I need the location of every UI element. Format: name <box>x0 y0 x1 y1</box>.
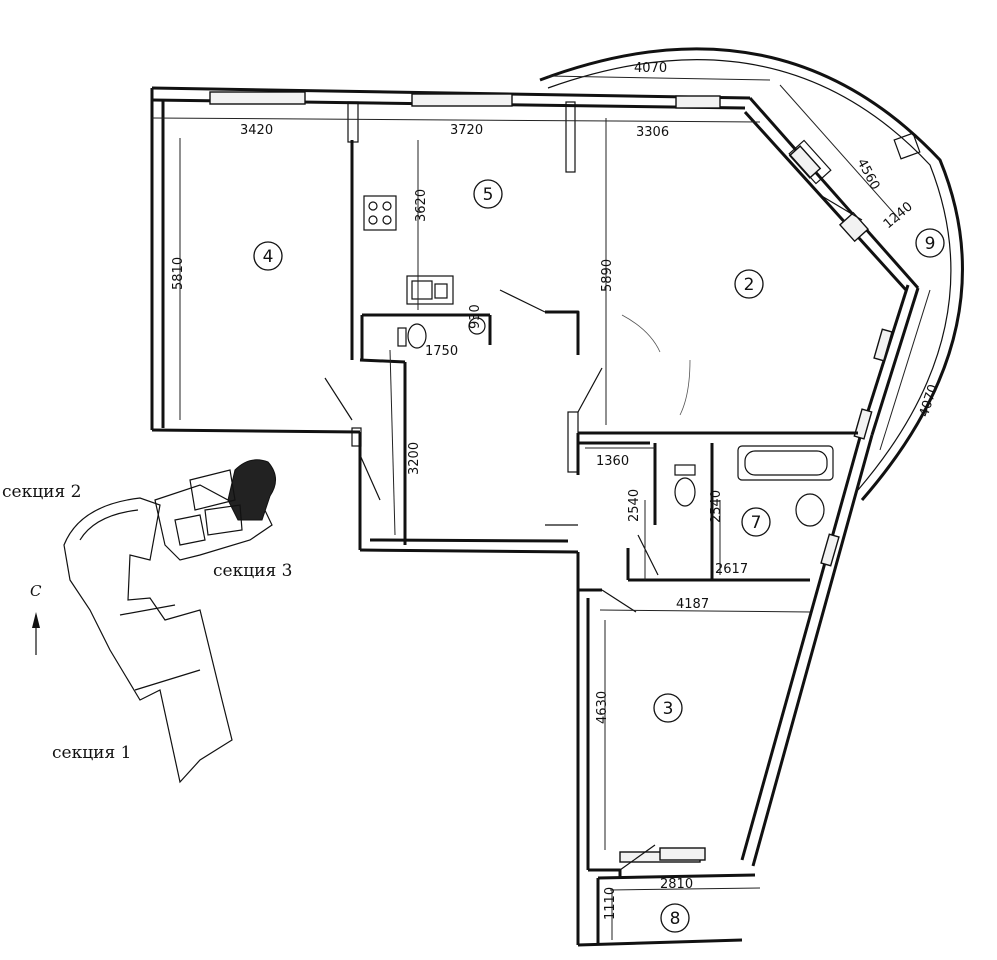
dimension-labels: 3420 3720 3306 4070 4560 1240 4070 5810 … <box>171 61 941 920</box>
dim-2540-right: 2540 <box>709 490 724 523</box>
room-4-marker: 4 <box>253 241 283 271</box>
section-3-label: секция 3 <box>213 561 292 581</box>
door-swings <box>324 194 863 871</box>
svg-text:2: 2 <box>744 275 755 295</box>
dim-4560: 4560 <box>854 156 883 192</box>
svg-text:9: 9 <box>925 234 936 254</box>
fixtures <box>363 139 834 527</box>
dim-3620: 3620 <box>414 189 429 222</box>
dim-2810: 2810 <box>660 877 693 892</box>
room-8-marker: 8 <box>660 903 690 933</box>
dim-4070-top: 4070 <box>634 61 667 76</box>
section-2-label: секция 2 <box>2 482 81 502</box>
room-9-marker: 9 <box>915 228 945 258</box>
kitchen-sink-icon <box>406 275 454 305</box>
dim-3200: 3200 <box>407 442 422 475</box>
interior-walls <box>347 101 858 878</box>
room-5-marker: 5 <box>473 179 503 209</box>
dim-2617: 2617 <box>715 562 748 577</box>
svg-text:3: 3 <box>663 699 674 719</box>
north-arrow-icon: С <box>30 582 42 655</box>
dim-3306: 3306 <box>636 125 669 140</box>
dim-3720: 3720 <box>450 123 483 138</box>
dim-5810: 5810 <box>171 257 186 290</box>
dim-4070-right: 4070 <box>917 383 941 419</box>
dim-1360: 1360 <box>596 454 629 469</box>
svg-text:7: 7 <box>751 513 762 533</box>
dim-2540-left: 2540 <box>627 489 642 522</box>
section-1-label: секция 1 <box>52 743 131 763</box>
svg-text:С: С <box>30 582 42 600</box>
dim-4630: 4630 <box>595 691 610 724</box>
toilet-icon-2 <box>674 477 696 507</box>
dim-1750: 1750 <box>425 344 458 359</box>
dim-4187: 4187 <box>676 597 709 612</box>
balcony-arc <box>539 47 964 501</box>
room-2-marker: 2 <box>734 269 764 299</box>
stove-icon <box>363 195 397 231</box>
dimension-lines <box>151 75 931 940</box>
bathtub-icon <box>737 445 834 481</box>
dim-1110: 1110 <box>603 887 618 920</box>
room-labels: 4 5 2 9 7 3 8 <box>253 179 945 933</box>
room-3-marker: 3 <box>653 693 683 723</box>
dim-930: 930 <box>468 304 483 329</box>
section3-highlight <box>227 459 276 521</box>
svg-text:8: 8 <box>670 909 681 929</box>
washbasin-icon <box>795 493 825 527</box>
windows <box>209 91 893 863</box>
site-plan: С секция 2 секция 3 секция 1 <box>2 459 292 784</box>
svg-text:4: 4 <box>263 247 274 267</box>
room-7-marker: 7 <box>741 507 771 537</box>
exterior-walls <box>150 86 920 947</box>
svg-text:5: 5 <box>483 185 494 205</box>
dim-5890: 5890 <box>600 259 615 292</box>
toilet-icon <box>407 323 427 349</box>
dim-3420: 3420 <box>240 123 273 138</box>
